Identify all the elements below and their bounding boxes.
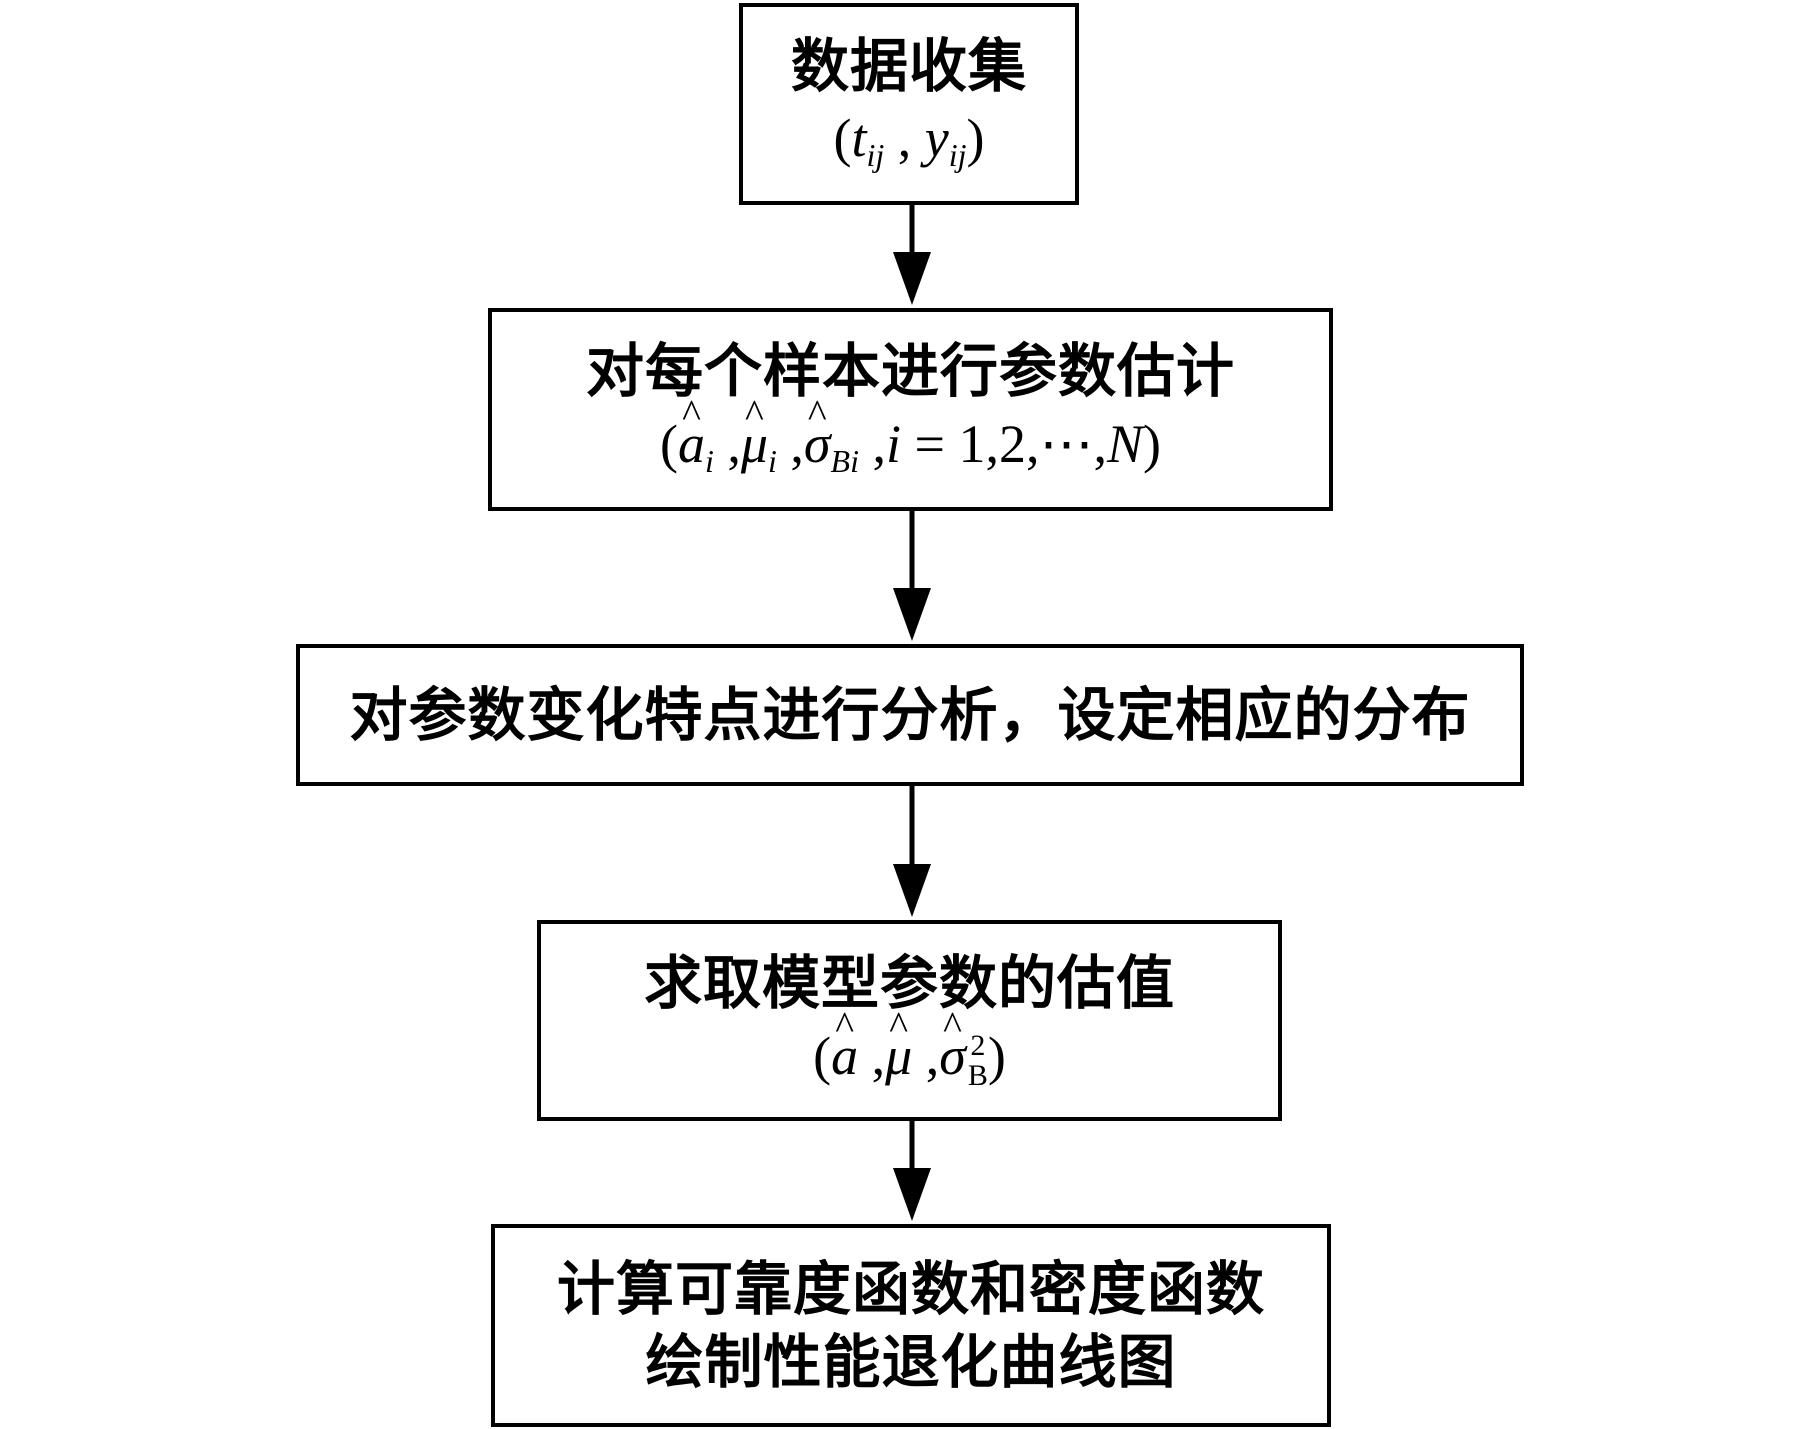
box-data-collection-title: 数据收集	[790, 31, 1027, 100]
box-model-estimation-formula: (a ,μ ,σ2B)	[813, 1023, 1006, 1092]
box-reliability-calculation-line1: 计算可靠度函数和密度函数	[556, 1254, 1265, 1323]
box-model-estimation-title: 求取模型参数的估值	[643, 948, 1175, 1017]
box-reliability-calculation-line2: 绘制性能退化曲线图	[645, 1327, 1177, 1396]
box-parameter-analysis: 对参数变化特点进行分析，设定相应的分布	[296, 644, 1524, 786]
box-parameter-analysis-title: 对参数变化特点进行分析，设定相应的分布	[349, 680, 1471, 749]
arrow-2	[893, 511, 931, 641]
arrow-1	[893, 205, 931, 305]
box-sample-estimation-formula: (ai ,μi ,σBi ,i = 1,2,⋯,N)	[660, 411, 1161, 481]
box-model-estimation: 求取模型参数的估值 (a ,μ ,σ2B)	[537, 920, 1282, 1121]
box-sample-estimation: 对每个样本进行参数估计 (ai ,μi ,σBi ,i = 1,2,⋯,N)	[488, 308, 1333, 511]
box-reliability-calculation: 计算可靠度函数和密度函数 绘制性能退化曲线图	[491, 1224, 1331, 1427]
arrow-4	[893, 1121, 931, 1221]
box-data-collection: 数据收集 (tij , yij)	[739, 3, 1079, 205]
box-data-collection-formula: (tij , yij)	[833, 108, 985, 174]
arrow-3	[893, 786, 931, 917]
